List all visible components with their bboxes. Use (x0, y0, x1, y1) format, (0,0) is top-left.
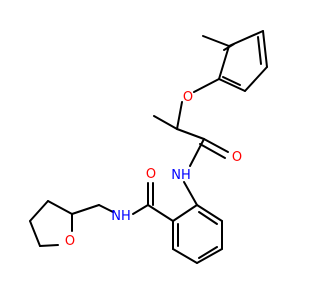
bond (257, 36, 262, 65)
ether-oxygen-label: O (183, 90, 193, 105)
bond (198, 211, 218, 225)
bond (172, 204, 198, 222)
molecule-diagram: O O NH O NH O (0, 0, 300, 300)
bond (196, 248, 223, 264)
bond (218, 78, 246, 92)
bond (203, 138, 229, 153)
bond (98, 204, 114, 213)
bond (29, 200, 49, 222)
bond (193, 78, 220, 93)
bond (39, 244, 59, 247)
bond (222, 76, 241, 86)
bond (132, 204, 149, 215)
benzamide-carbonyl-oxygen-label: O (146, 167, 156, 182)
bond (244, 66, 268, 92)
bond (147, 204, 174, 222)
bond (199, 143, 226, 159)
bond (223, 43, 235, 51)
bond (189, 138, 205, 167)
benzamide-nh-label: NH (111, 209, 131, 224)
amide-carbonyl-oxygen-label: O (232, 150, 242, 165)
structure-drawing: O O NH O NH O (0, 0, 300, 300)
bond (176, 101, 183, 130)
bond (218, 45, 230, 80)
bond (262, 30, 268, 68)
atom-labels: O O NH O NH O (65, 90, 242, 249)
bond (183, 181, 198, 206)
bond (196, 204, 223, 222)
bond (153, 115, 178, 130)
bond (47, 200, 73, 215)
bond (198, 246, 218, 259)
bond (71, 204, 100, 215)
amide-nh-label: NH (171, 168, 191, 183)
thf-ring-oxygen-label: O (65, 234, 75, 249)
background (0, 0, 300, 300)
bond (29, 220, 41, 247)
bond (172, 248, 198, 264)
bond (202, 35, 230, 47)
bonds (29, 30, 268, 264)
bond (176, 128, 205, 140)
